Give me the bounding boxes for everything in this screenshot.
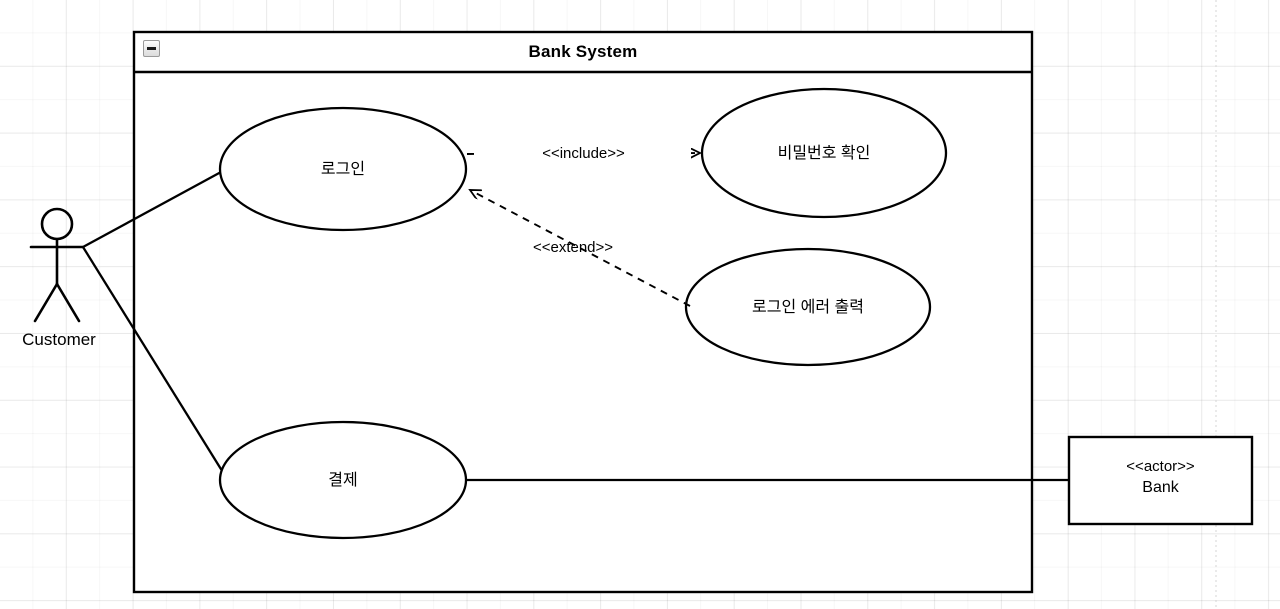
use-case-login[interactable] xyxy=(218,106,468,232)
association-customer-login[interactable] xyxy=(82,170,222,249)
collapse-icon[interactable] xyxy=(143,40,160,57)
minus-glyph xyxy=(147,47,156,50)
actor-bank-box[interactable] xyxy=(1067,435,1254,526)
use-case-login-error[interactable] xyxy=(684,247,932,367)
dependency-extend[interactable] xyxy=(470,190,691,307)
actor-head-icon xyxy=(40,207,74,241)
association-customer-payment[interactable] xyxy=(82,246,225,475)
actor-customer-figure[interactable] xyxy=(29,207,85,323)
actor-leg-right xyxy=(55,282,81,323)
actor-leg-left xyxy=(33,282,59,323)
use-case-password-check[interactable] xyxy=(700,87,948,219)
use-case-payment[interactable] xyxy=(218,420,468,540)
